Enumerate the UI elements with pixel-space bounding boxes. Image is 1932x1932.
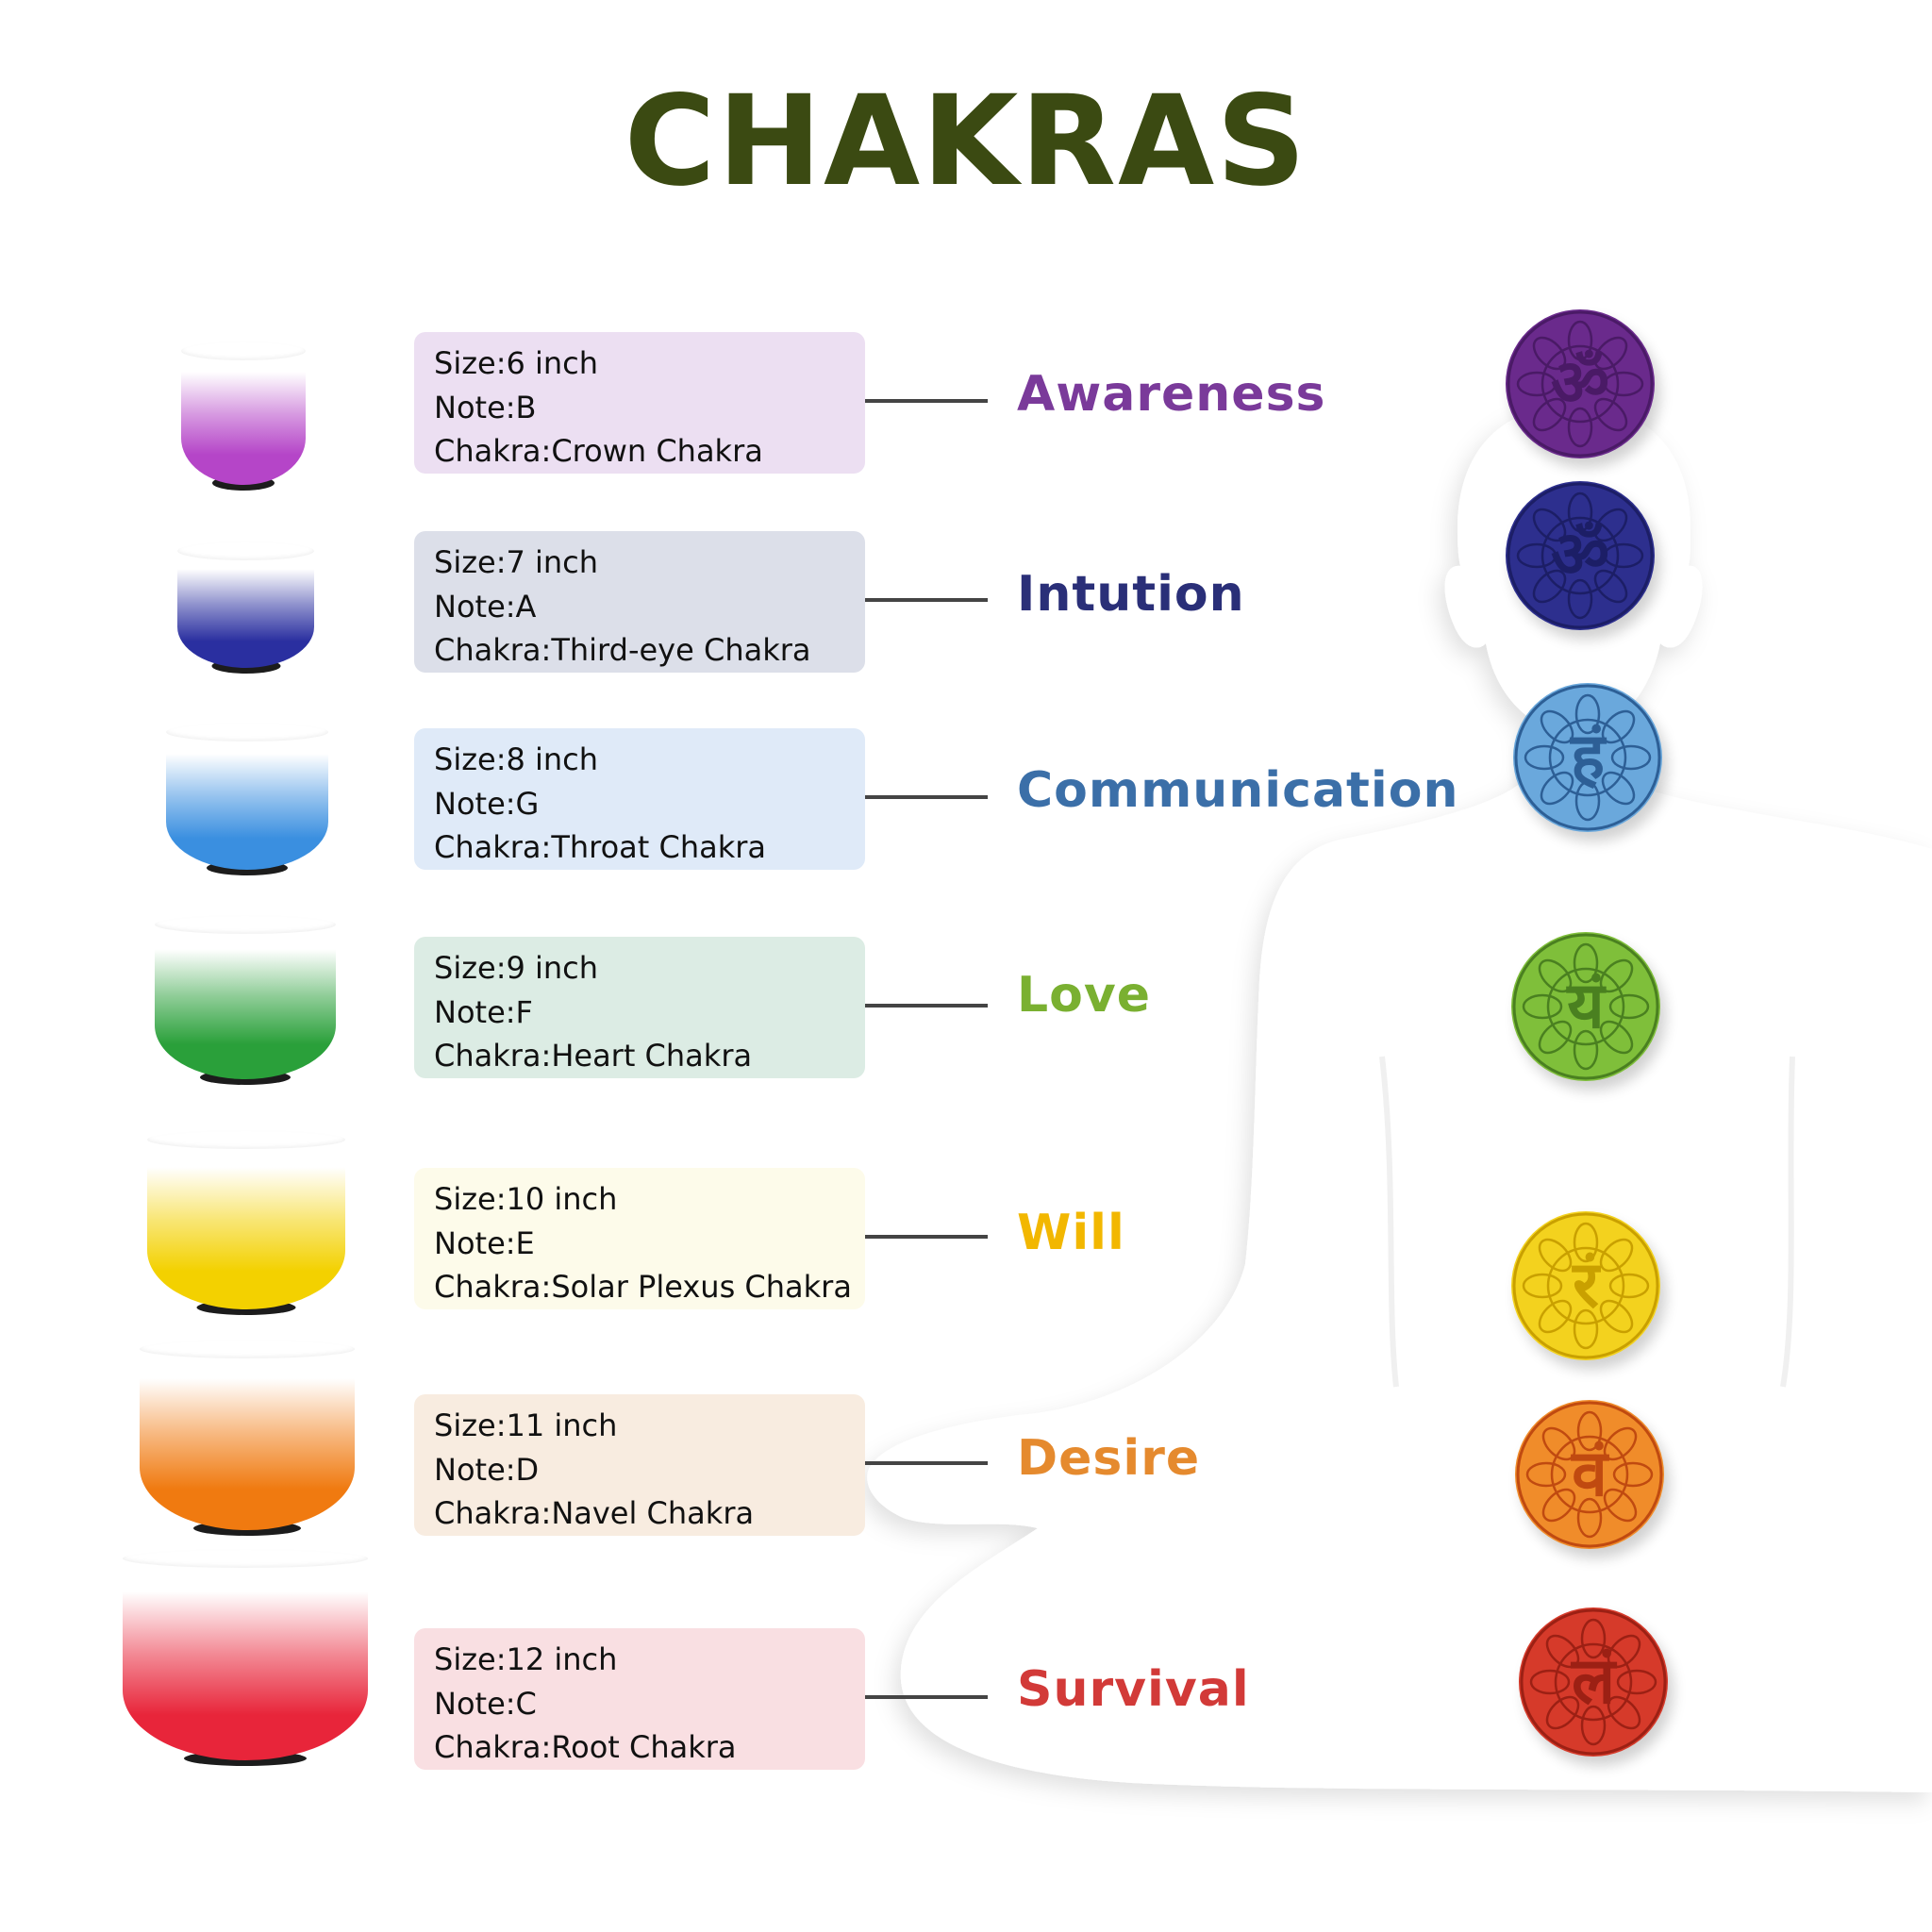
bowl-rim bbox=[181, 341, 306, 360]
card-chakra: Chakra:Crown Chakra bbox=[434, 433, 763, 469]
bowl-rim bbox=[140, 1340, 355, 1358]
card-note: Note:B bbox=[434, 389, 537, 425]
bowl-rim bbox=[155, 915, 336, 934]
connector-line bbox=[865, 1695, 988, 1699]
chakra-quality-label: Will bbox=[1017, 1205, 1125, 1261]
card-note: Note:E bbox=[434, 1224, 535, 1261]
singing-bowl bbox=[140, 1340, 355, 1536]
connector-line bbox=[865, 1004, 988, 1008]
bowl-body bbox=[147, 1136, 345, 1309]
card-chakra: Chakra:Solar Plexus Chakra bbox=[434, 1269, 852, 1305]
card-chakra: Chakra:Root Chakra bbox=[434, 1729, 737, 1765]
bowl-body bbox=[166, 728, 328, 870]
card-note: Note:F bbox=[434, 993, 533, 1030]
card-note: Note:D bbox=[434, 1451, 540, 1488]
om-icon: ॐ bbox=[1506, 309, 1655, 458]
connector-line bbox=[865, 1235, 988, 1239]
bowl-rim bbox=[147, 1130, 345, 1149]
card-size: Size:6 inch bbox=[434, 345, 599, 381]
bowl-body bbox=[140, 1345, 355, 1530]
heart-icon: यं bbox=[1511, 932, 1660, 1081]
bowl-rim bbox=[123, 1549, 368, 1568]
chakra-quality-label: Communication bbox=[1017, 762, 1459, 819]
solar-plexus-icon: रं bbox=[1511, 1211, 1660, 1360]
card-note: Note:C bbox=[434, 1685, 537, 1722]
bija-mantra-glyph: हं bbox=[1570, 720, 1606, 794]
chakra-quality-label: Intution bbox=[1017, 566, 1245, 623]
connector-line bbox=[865, 399, 988, 403]
third-eye-icon: ॐ bbox=[1506, 481, 1655, 630]
card-size: Size:11 inch bbox=[434, 1407, 618, 1443]
card-note: Note:A bbox=[434, 588, 537, 625]
singing-bowl bbox=[181, 341, 306, 491]
lotus-pattern bbox=[1516, 1401, 1663, 1548]
throat-icon: हं bbox=[1513, 683, 1662, 832]
page-title: CHAKRAS bbox=[624, 69, 1308, 214]
lotus-pattern bbox=[1507, 310, 1654, 458]
bija-mantra-glyph: रं bbox=[1573, 1248, 1599, 1323]
card-size: Size:10 inch bbox=[434, 1181, 618, 1217]
bija-mantra-glyph: ॐ bbox=[1550, 518, 1610, 592]
bowl-rim bbox=[177, 541, 314, 560]
chakra-quality-label: Love bbox=[1017, 967, 1152, 1024]
bija-mantra-glyph: ॐ bbox=[1550, 346, 1610, 421]
connector-line bbox=[865, 795, 988, 799]
card-size: Size:7 inch bbox=[434, 544, 599, 580]
card-size: Size:8 inch bbox=[434, 741, 599, 777]
bija-mantra-glyph: यं bbox=[1567, 969, 1605, 1043]
bija-mantra-glyph: लं bbox=[1571, 1644, 1616, 1719]
card-size: Size:12 inch bbox=[434, 1641, 618, 1677]
card-size: Size:9 inch bbox=[434, 950, 599, 986]
card-chakra: Chakra:Heart Chakra bbox=[434, 1038, 753, 1074]
singing-bowl bbox=[166, 723, 328, 875]
chakra-quality-label: Awareness bbox=[1017, 366, 1326, 423]
connector-line bbox=[865, 598, 988, 602]
connector-line bbox=[865, 1461, 988, 1465]
card-chakra: Chakra:Throat Chakra bbox=[434, 829, 767, 865]
lotus-pattern bbox=[1507, 482, 1654, 629]
root-icon: लं bbox=[1519, 1607, 1668, 1757]
chakra-quality-label: Survival bbox=[1017, 1661, 1250, 1718]
lotus-pattern bbox=[1514, 684, 1661, 831]
sacral-icon: वं bbox=[1515, 1400, 1664, 1549]
bowl-body bbox=[155, 921, 336, 1079]
lotus-pattern bbox=[1512, 933, 1659, 1080]
card-chakra: Chakra:Navel Chakra bbox=[434, 1495, 755, 1531]
singing-bowl bbox=[155, 915, 336, 1085]
card-chakra: Chakra:Third-eye Chakra bbox=[434, 632, 811, 668]
chakra-quality-label: Desire bbox=[1017, 1430, 1201, 1487]
bija-mantra-glyph: वं bbox=[1572, 1437, 1607, 1511]
bowl-body bbox=[123, 1555, 368, 1760]
bowl-body bbox=[177, 547, 314, 668]
bowl-rim bbox=[166, 723, 328, 741]
singing-bowl bbox=[177, 541, 314, 674]
bowl-body bbox=[181, 347, 306, 485]
card-note: Note:G bbox=[434, 785, 540, 822]
lotus-pattern bbox=[1520, 1608, 1667, 1756]
lotus-pattern bbox=[1512, 1212, 1659, 1359]
singing-bowl bbox=[123, 1549, 368, 1766]
singing-bowl bbox=[147, 1130, 345, 1315]
